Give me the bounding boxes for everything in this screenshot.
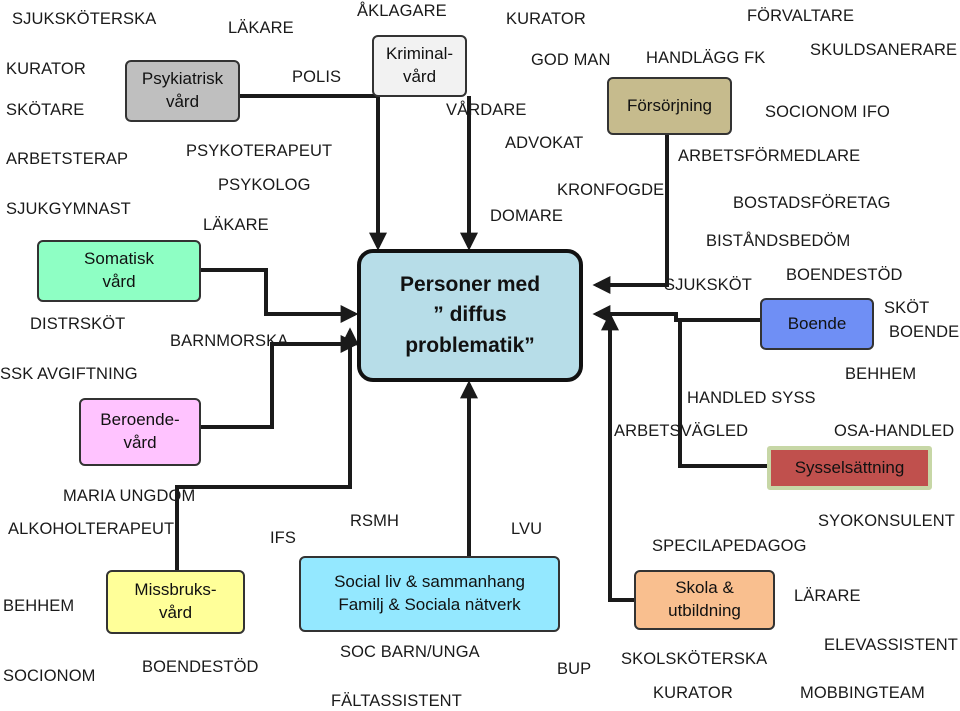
label-arbetsformedlare: ARBETSFÖRMEDLARE xyxy=(678,147,861,165)
connector-missbruk xyxy=(175,327,359,570)
label-rsmh: RSMH xyxy=(350,512,399,530)
label-faltassistent: FÄLTASSISTENT xyxy=(331,692,462,710)
connector-beroende xyxy=(201,335,359,429)
label-bup: BUP xyxy=(557,660,592,678)
label-arbetsvagled: ARBETSVÄGLED xyxy=(614,422,749,440)
label-bistandsbedom: BISTÅNDSBEDÖM xyxy=(706,232,851,250)
label-syokonsulent: SYOKONSULENT xyxy=(818,512,955,530)
connector-somatisk xyxy=(201,268,359,323)
label-skotare: SKÖTARE xyxy=(6,101,85,119)
label-socionom: SOCIONOM xyxy=(3,667,96,685)
label-skuldsanerare: SKULDSANERARE xyxy=(810,41,958,59)
label-elevassistent: ELEVASSISTENT xyxy=(824,636,958,654)
label-lvu: LVU xyxy=(511,520,543,538)
box-kriminalvard[interactable]: Kriminal- vård xyxy=(372,35,467,97)
label-socionom-ifo: SOCIONOM IFO xyxy=(765,103,890,121)
label-lakare-mid: LÄKARE xyxy=(203,216,269,234)
connector-forsorjning xyxy=(592,134,669,294)
box-boende[interactable]: Boende xyxy=(760,298,874,350)
label-soc-barn-unga: SOC BARN/UNGA xyxy=(340,643,480,661)
label-barnmorska: BARNMORSKA xyxy=(170,332,289,350)
box-forsorjning[interactable]: Försörjning xyxy=(607,77,732,135)
label-skot: SKÖT xyxy=(884,299,930,317)
box-beroendevard[interactable]: Beroende- vård xyxy=(79,398,201,466)
label-handled-syss: HANDLED SYSS xyxy=(687,389,816,407)
label-aklagare: ÅKLAGARE xyxy=(357,2,447,20)
label-bostadsforetag: BOSTADSFÖRETAG xyxy=(733,194,891,212)
label-boende-small: BOENDE xyxy=(889,323,960,341)
label-polis: POLIS xyxy=(292,68,342,86)
label-lararer: LÄRARE xyxy=(794,587,861,605)
label-boendestod-left: BOENDESTÖD xyxy=(142,658,259,676)
label-boendestod-right: BOENDESTÖD xyxy=(786,266,903,284)
label-ifs: IFS xyxy=(270,529,296,547)
label-kurator-left: KURATOR xyxy=(6,60,86,78)
label-sjukskoterska: SJUKSKÖTERSKA xyxy=(12,10,157,28)
label-vardare: VÅRDARE xyxy=(446,101,527,119)
connector-boende xyxy=(592,305,760,323)
label-psykoterapeut: PSYKOTERAPEUT xyxy=(186,142,333,160)
label-advokat: ADVOKAT xyxy=(505,134,584,152)
label-skolskoterska: SKOLSKÖTERSKA xyxy=(621,650,768,668)
label-mobbingteam: MOBBINGTEAM xyxy=(800,684,925,702)
label-psykolog: PSYKOLOG xyxy=(218,176,311,194)
box-skola-utbildning[interactable]: Skola & utbildning xyxy=(634,570,775,630)
label-sjukgymnast: SJUKGYMNAST xyxy=(6,200,131,218)
label-sjukskot: SJUKSKÖT xyxy=(664,276,752,294)
label-lakare-top: LÄKARE xyxy=(228,19,294,37)
label-kurator-bottom: KURATOR xyxy=(653,684,733,702)
label-specilapedagog: SPECILAPEDAGOG xyxy=(652,537,807,555)
connector-skola xyxy=(601,312,634,602)
label-domare: DOMARE xyxy=(490,207,564,225)
label-handlagg-fk: HANDLÄGG FK xyxy=(646,49,766,67)
box-missbruksvard[interactable]: Missbruks- vård xyxy=(106,570,245,634)
label-osa-handled: OSA-HANDLED xyxy=(834,422,955,440)
label-maria-ungdom: MARIA UNGDOM xyxy=(63,487,196,505)
box-social-liv[interactable]: Social liv & sammanhang Familj & Sociala… xyxy=(299,556,560,632)
label-forvaltare: FÖRVALTARE xyxy=(747,7,855,25)
box-psykiatrisk-vard[interactable]: Psykiatrisk vård xyxy=(125,60,240,122)
label-ssk-avgiftning: SSK AVGIFTNING xyxy=(0,365,138,383)
label-alkoholterapeut: ALKOHOLTERAPEUT xyxy=(8,520,175,538)
label-distrskot: DISTRSKÖT xyxy=(30,315,126,333)
label-behhem-right: BEHHEM xyxy=(845,365,917,383)
label-behhem-left: BEHHEM xyxy=(3,597,75,615)
central-node[interactable]: Personer med ” diffus problematik” xyxy=(357,249,583,382)
box-sysselsattning[interactable]: Sysselsättning xyxy=(767,446,932,490)
label-kronfogde: KRONFOGDE xyxy=(557,181,665,199)
box-somatisk-vard[interactable]: Somatisk vård xyxy=(37,240,201,302)
label-god-man: GOD MAN xyxy=(531,51,611,69)
label-arbetsterap: ARBETSTERAP xyxy=(6,150,129,168)
label-kurator-top: KURATOR xyxy=(506,10,586,28)
